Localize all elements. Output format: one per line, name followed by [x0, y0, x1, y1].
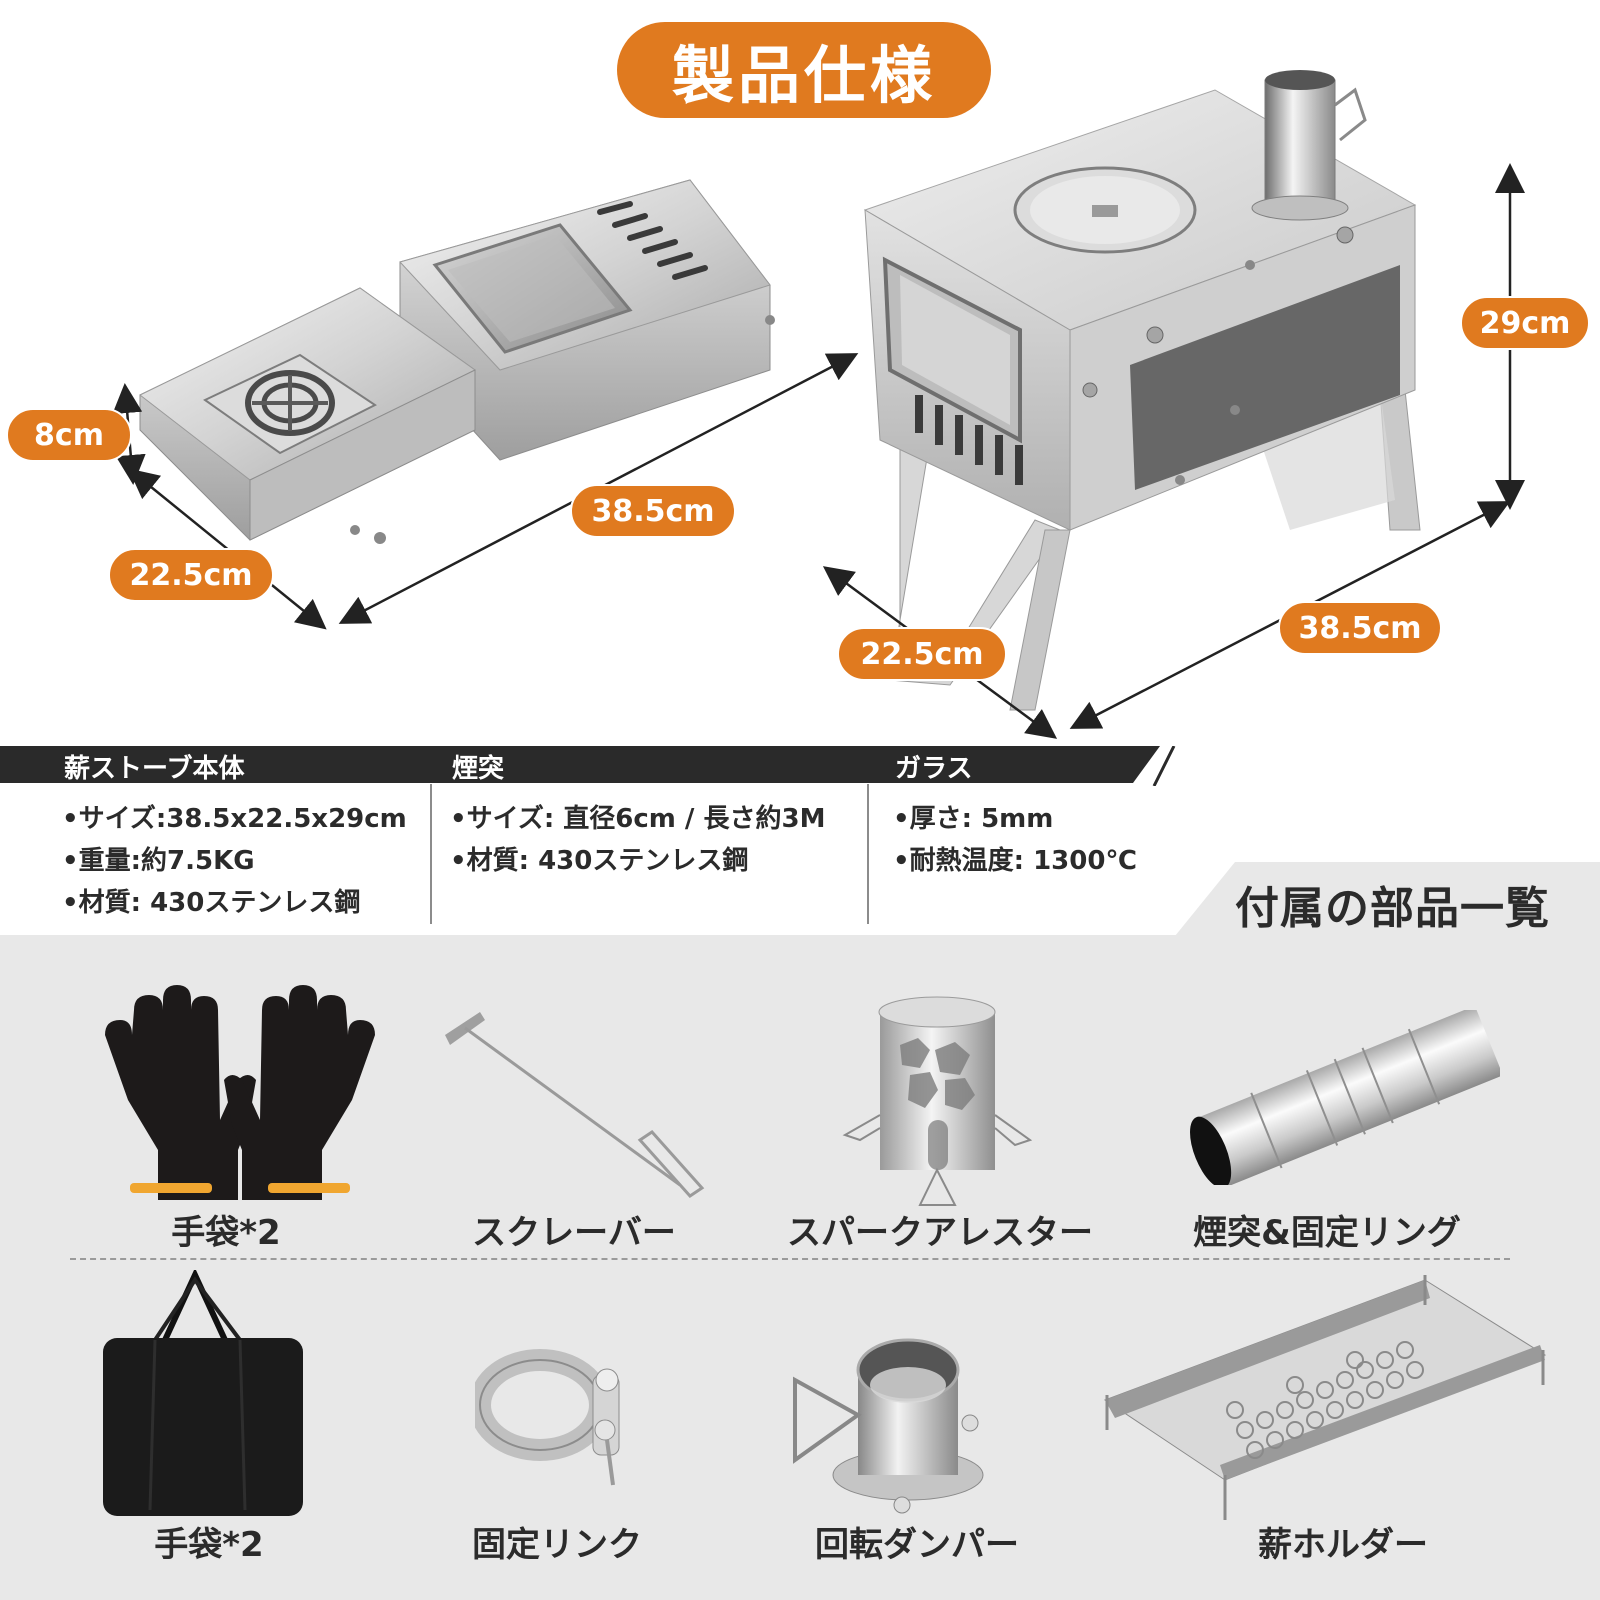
spec-item: •サイズ:38.5x22.5x29cm — [62, 804, 407, 834]
page-title: 製品仕様 — [617, 22, 991, 118]
scraper-icon — [445, 1012, 705, 1198]
pipe-clamp-icon — [475, 1349, 620, 1486]
spec-item: •サイズ: 直径6cm / 長さ約3M — [450, 804, 826, 834]
spec-item: •厚さ: 5mm — [893, 804, 1054, 834]
folded-width-label: 38.5cm — [570, 484, 736, 538]
spec-divider — [867, 784, 869, 924]
accessory-label: 固定リンク — [472, 1525, 642, 1565]
spec-divider — [430, 784, 432, 924]
spec-item: •材質: 430ステンレス鋼 — [62, 888, 361, 918]
gloves-icon — [105, 985, 375, 1200]
accessory-label: 回転ダンパー — [815, 1525, 1019, 1565]
chimney-pipe-icon — [1190, 1010, 1500, 1185]
accessory-label: 手袋*2 — [154, 1525, 264, 1565]
accessory-label: 煙突&固定リング — [1193, 1213, 1461, 1253]
assembled-width-label: 38.5cm — [1278, 601, 1442, 655]
spec-list-glass: •厚さ: 5mm •耐熱温度: 1300℃ — [893, 798, 1137, 882]
row-separator — [70, 1258, 1510, 1260]
carry-bag-icon — [103, 1270, 303, 1516]
accessory-label: 薪ホルダー — [1258, 1525, 1428, 1565]
spec-item: •材質: 430ステンレス鋼 — [450, 846, 749, 876]
log-holder-icon — [1103, 1275, 1547, 1520]
folded-height-label: 8cm — [6, 408, 132, 462]
spec-bar-slash-decoration — [1152, 746, 1176, 786]
spec-heading-glass: ガラス — [895, 754, 973, 784]
accessory-label: スパークアレスター — [787, 1213, 1093, 1253]
accessories-title: 付属の部品一覧 — [1235, 883, 1550, 934]
spec-heading-chimney: 煙突 — [452, 754, 505, 784]
spec-header-bar — [0, 746, 1160, 783]
spec-heading-stove: 薪ストーブ本体 — [64, 754, 245, 784]
spec-item: •重量:約7.5KG — [62, 846, 255, 876]
accessory-label: スクレーバー — [472, 1213, 676, 1253]
folded-depth-label: 22.5cm — [108, 548, 274, 602]
accessories-title-tab — [1175, 862, 1600, 936]
spark-arrestor-icon — [842, 996, 1033, 1206]
rotary-damper-icon — [793, 1338, 984, 1514]
spec-list-chimney: •サイズ: 直径6cm / 長さ約3M •材質: 430ステンレス鋼 — [450, 798, 825, 882]
spec-item: •耐熱温度: 1300℃ — [893, 846, 1137, 876]
accessory-label: 手袋*2 — [171, 1213, 281, 1253]
assembled-height-label: 29cm — [1460, 296, 1590, 350]
assembled-depth-label: 22.5cm — [837, 627, 1007, 681]
spec-list-stove: •サイズ:38.5x22.5x29cm •重量:約7.5KG •材質: 430ス… — [62, 798, 407, 924]
